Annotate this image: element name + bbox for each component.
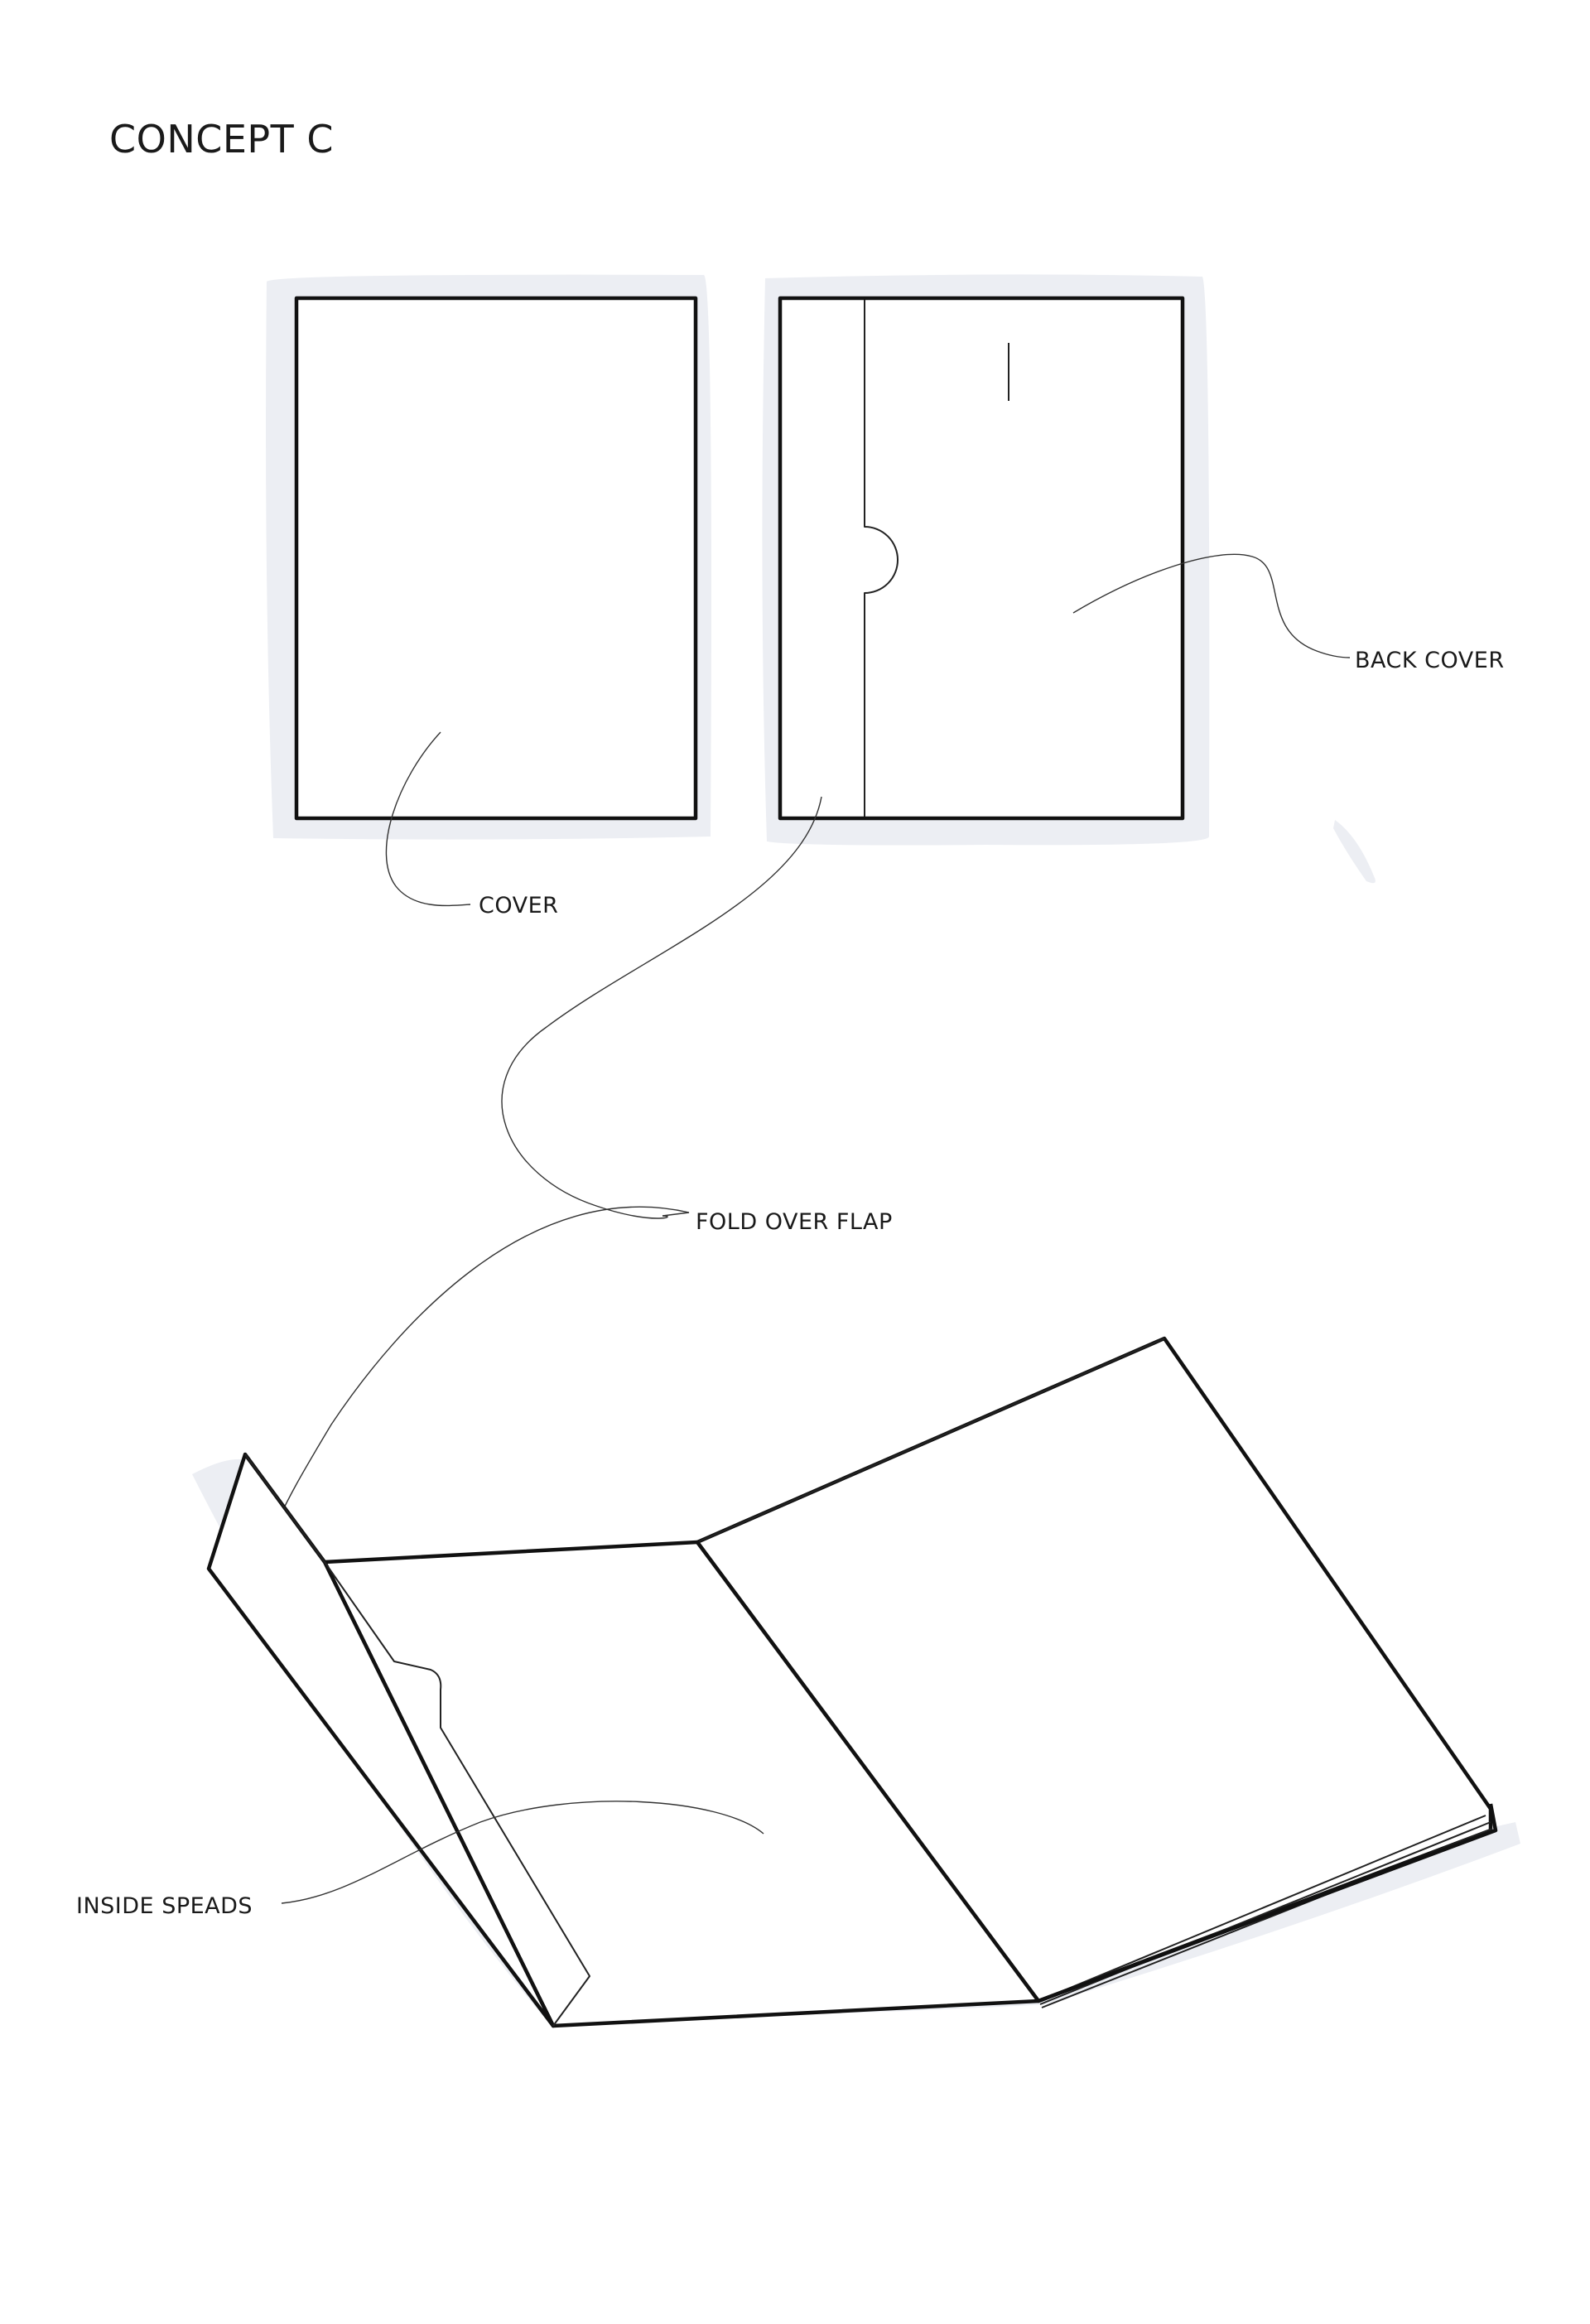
fold-over-flap-label: FOLD OVER FLAP	[696, 1209, 893, 1235]
cover-panel	[294, 296, 698, 821]
flap-edge-cutout	[324, 1561, 590, 2027]
page-stack-edge	[1038, 1803, 1498, 2003]
flap-fold-top	[244, 1454, 325, 1563]
fold-over-flap-leader-bottom	[269, 1206, 690, 1541]
shadow-stroke	[1333, 820, 1376, 884]
inside-spreads-label: INSIDE SPEADS	[76, 1893, 253, 1919]
page-stack-top	[696, 1338, 1165, 1543]
back-cover-label: BACK COVER	[1355, 648, 1505, 673]
cover-label: COVER	[479, 893, 558, 919]
page-title: CONCEPT C	[109, 117, 334, 162]
cover-leader	[385, 731, 471, 907]
back-cover-leader	[1072, 553, 1351, 658]
back-cover-panel	[778, 296, 1185, 821]
page-stack-1	[1038, 1815, 1486, 2002]
fold-over-flap-leader-tie	[662, 1212, 690, 1217]
fold-over-flap-leader-top	[501, 796, 822, 1219]
inside-spreads-leader	[281, 1801, 764, 1904]
fold-over-flap-edge	[864, 300, 899, 817]
